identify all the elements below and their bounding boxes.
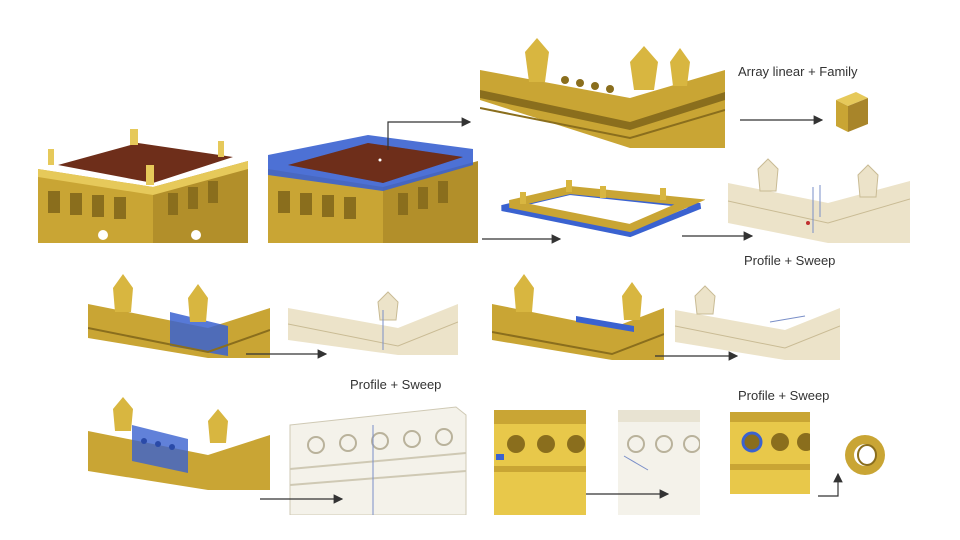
parapet-corner-panel [480,30,725,148]
balustrade-white-model-panel [288,405,468,515]
gold-balustrade-detail-panel [494,410,586,515]
ghost-parapet-profile-panel [728,155,910,243]
building-selected-parapet-panel [268,125,478,243]
array-family-label: Array linear + Family [738,64,858,79]
profile-sweep-label-2: Profile + Sweep [350,377,442,392]
profile-sweep-label-3: Profile + Sweep [738,388,830,403]
parapet-section-selected-panel-a [88,268,270,358]
white-balustrade-detail-panel [618,410,700,515]
parapet-ring-selected-panel [500,178,705,240]
ghost-parapet-panel-d [675,280,840,360]
ring-icon [842,432,888,478]
ghost-parapet-panel-b [288,280,458,355]
arrow-to-ring [818,472,843,497]
parapet-section-selected-panel-c [492,268,664,360]
gold-balustrade-selected-ring-panel [730,412,810,494]
balustrade-selected-panel [88,395,270,490]
profile-sweep-label-1: Profile + Sweep [744,253,836,268]
cube-icon [832,90,872,135]
arrow-to-parapet-corner [387,117,472,150]
building-photo-panel [38,125,248,243]
